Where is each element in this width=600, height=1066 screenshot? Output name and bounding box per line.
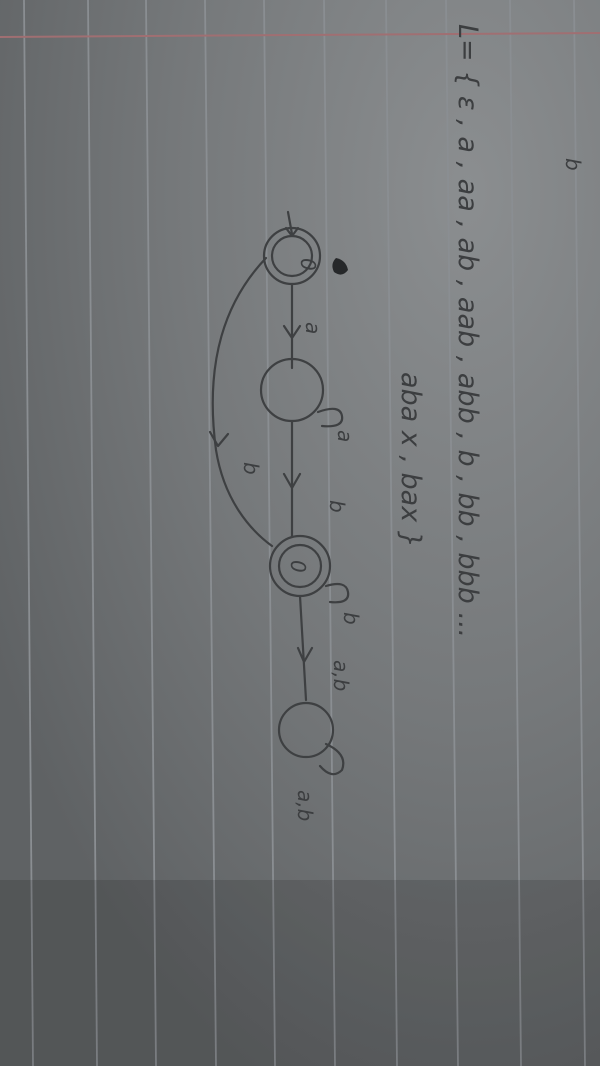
loop-q1-label: a <box>333 430 357 442</box>
edge-q0-q1-label: a <box>301 322 325 334</box>
language-definition: L= { ε , a , aa , ab , aab , abb , b , b… <box>452 24 483 638</box>
state-q0: 0 <box>262 226 348 286</box>
dfa-diagram: 0 a a b b <box>208 210 363 821</box>
state-trap <box>277 701 335 759</box>
ruled-lines <box>23 0 586 1066</box>
edge-q1-q2 <box>282 419 302 538</box>
language-line-2: aba x , bax } <box>395 372 426 548</box>
margin-line <box>0 32 600 38</box>
state-q0-label: 0 <box>296 258 320 271</box>
loop-q1 <box>316 407 344 428</box>
edge-q0-q2-arrowhead <box>208 430 230 448</box>
edge-q0-q2-curve <box>211 256 274 548</box>
edge-q0-q2-label: b <box>239 462 263 475</box>
state-q2: 0 <box>268 534 332 598</box>
edge-q1-q2-label: b <box>325 500 349 513</box>
state-q2-label: 0 <box>286 560 310 573</box>
language-continuation: aba x , bax } <box>395 372 426 548</box>
language-line-1: L= { ε , a , aa , ab , aab , abb , b , b… <box>452 24 483 638</box>
edge-q0-q1 <box>282 282 302 370</box>
corner-mark-text: b <box>561 158 585 171</box>
loop-trap <box>318 742 345 776</box>
ink-blot <box>332 258 348 275</box>
corner-mark: b <box>561 158 585 171</box>
bottom-shadow <box>0 880 600 1066</box>
loop-q2 <box>324 582 350 604</box>
edge-q2-trap <box>296 594 314 702</box>
loop-trap-label: a,b <box>293 790 317 821</box>
edge-q2-trap-label: a,b <box>329 660 353 691</box>
loop-q2-label: b <box>339 612 363 625</box>
